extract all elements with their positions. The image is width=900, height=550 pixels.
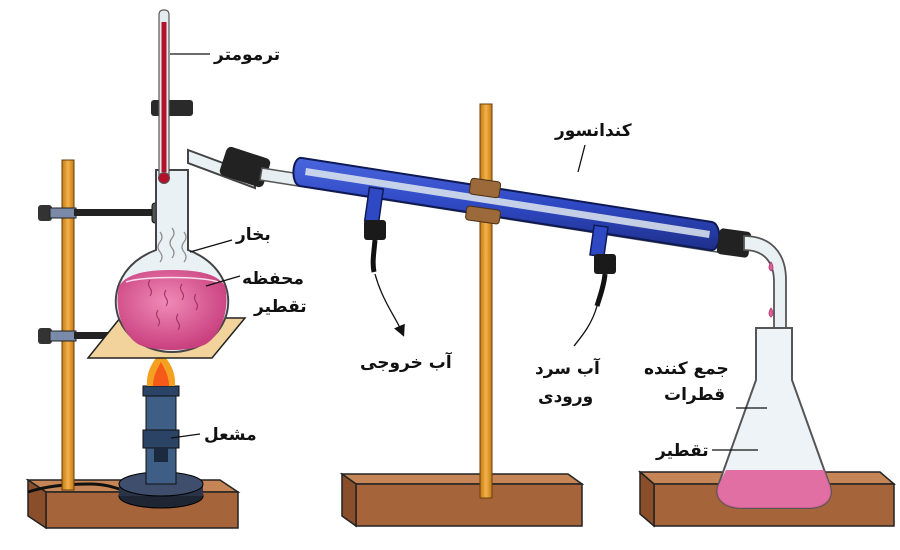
label-collector-line2: قطرات — [664, 385, 725, 405]
middle-stand-rod — [479, 103, 493, 499]
lower-clamp — [38, 328, 122, 344]
leader-lines — [170, 53, 767, 451]
label-burner: مشعل — [204, 425, 257, 445]
condenser — [259, 157, 739, 307]
label-collector-line1: جمع کننده — [644, 359, 729, 379]
burner — [118, 385, 204, 509]
condenser-clamp — [465, 177, 502, 225]
label-distillate: تقطیر — [655, 441, 709, 461]
inlet-hose — [594, 273, 608, 307]
outlet-hose — [370, 239, 378, 273]
label-vapor: بخار — [235, 225, 271, 245]
burner-flame — [146, 352, 176, 386]
label-water-out: آب خروجی — [360, 351, 453, 373]
thermometer — [158, 9, 170, 184]
middle-stand-base — [339, 472, 585, 528]
distillation-flask — [114, 148, 256, 354]
label-flask-line2: تقطیر — [253, 297, 307, 317]
receiving-flask — [716, 327, 832, 509]
vapor-wisps — [157, 227, 187, 263]
label-condenser: کندانسور — [554, 121, 632, 141]
label-cold-water-in-line1: آب سرد — [535, 357, 601, 379]
label-flask-line1: محفظه — [242, 269, 304, 289]
collected-distillate — [717, 470, 831, 508]
adapter-stopper — [219, 146, 271, 188]
boiling-liquid — [117, 270, 227, 350]
label-thermometer: ترمومتر — [213, 45, 280, 65]
flask-stopper — [151, 100, 193, 116]
left-stand-rod — [61, 159, 75, 491]
label-cold-water-in-line2: ورودی — [538, 387, 593, 407]
